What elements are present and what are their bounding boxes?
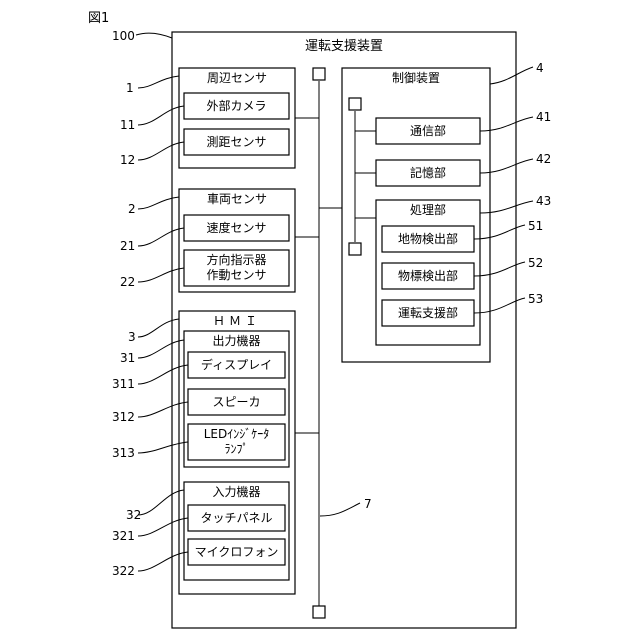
surround-sensor-title: 周辺センサ (207, 71, 267, 85)
ref-4: 4 (536, 61, 544, 75)
ref-22: 22 (120, 275, 135, 289)
turn-signal-sensor-label-2: 作動センサ (206, 268, 266, 282)
hmi-title: ＨＭＩ (213, 314, 261, 328)
speaker-label: スピーカ (212, 395, 260, 409)
bus-terminal-top (313, 68, 325, 80)
ref-41: 41 (536, 110, 551, 124)
ref-1: 1 (126, 81, 134, 95)
ref-322: 322 (112, 564, 135, 578)
driving-support-device-title: 運転支援装置 (305, 39, 383, 54)
controller-title: 制御装置 (392, 70, 440, 85)
processing-unit-title: 処理部 (410, 202, 446, 217)
ref-51: 51 (528, 219, 543, 233)
driving-assist-unit-label: 運転支援部 (398, 305, 458, 320)
comm-unit-label: 通信部 (410, 123, 446, 138)
led-indicator-label-2: ﾗﾝﾌﾟ (224, 442, 248, 456)
ref-311: 311 (112, 377, 135, 391)
ref-52: 52 (528, 256, 543, 270)
ref-42: 42 (536, 152, 551, 166)
display-label: ディスプレイ (201, 357, 272, 372)
ref-2: 2 (128, 202, 136, 216)
led-indicator-label-1: LEDｲﾝｼﾞｹｰﾀ (204, 427, 270, 441)
ref-321: 321 (112, 529, 135, 543)
leader-100 (136, 33, 172, 38)
internal-bus-terminal-bottom (349, 243, 361, 255)
ref-3: 3 (128, 330, 136, 344)
ref-53: 53 (528, 292, 543, 306)
internal-bus-terminal-top (349, 98, 361, 110)
ref-100: 100 (112, 29, 135, 43)
ranging-sensor-label: 測距センサ (206, 135, 266, 149)
figure-label: 図1 (88, 11, 109, 26)
target-detector-label: 物標検出部 (398, 268, 458, 283)
ref-43: 43 (536, 194, 551, 208)
ref-313: 313 (112, 446, 135, 460)
microphone-label: マイクロフォン (195, 545, 279, 559)
ref-11: 11 (120, 118, 135, 132)
vehicle-sensor-title: 車両センサ (207, 192, 267, 206)
feature-detector-label: 地物検出部 (398, 231, 458, 246)
ref-7: 7 (364, 497, 372, 511)
ref-21: 21 (120, 239, 135, 253)
external-camera-label: 外部カメラ (206, 98, 266, 113)
speed-sensor-label: 速度センサ (206, 220, 266, 235)
output-device-title: 出力機器 (212, 333, 260, 348)
input-device-title: 入力機器 (212, 484, 260, 499)
ref-12: 12 (120, 153, 135, 167)
ref-31: 31 (120, 351, 135, 365)
bus-terminal-bottom (313, 606, 325, 618)
turn-signal-sensor-label-1: 方向指示器 (206, 252, 266, 267)
memory-unit-label: 記憶部 (410, 165, 446, 180)
ref-312: 312 (112, 410, 135, 424)
touch-panel-label: タッチパネル (200, 511, 272, 525)
